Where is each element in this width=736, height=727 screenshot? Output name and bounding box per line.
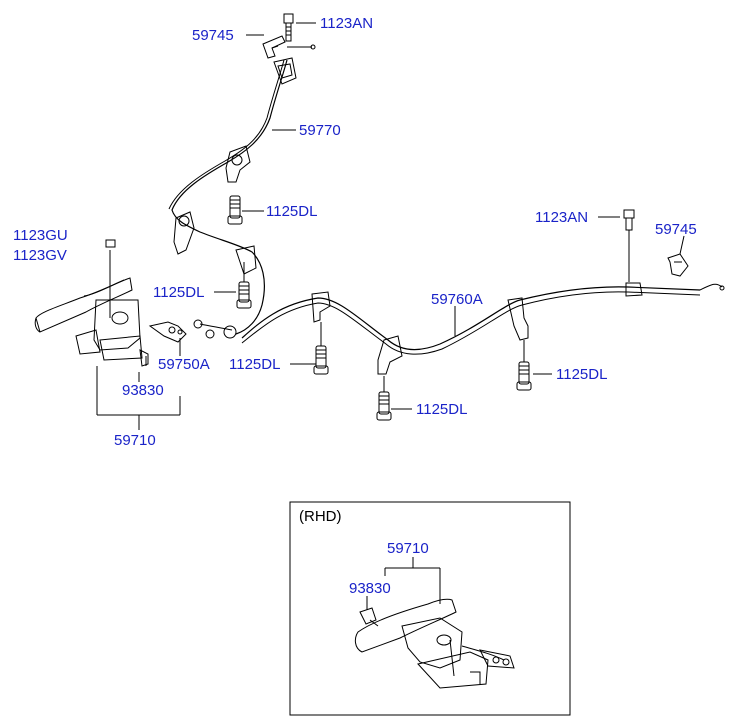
bracket-left-cable — [173, 211, 257, 275]
label-59760a: 59760A — [431, 291, 483, 308]
clamp-cable-3 — [507, 297, 529, 341]
label-1125dl-4: 1125DL — [416, 401, 468, 418]
label-1123an-right: 1123AN — [535, 209, 589, 226]
rhd-label-59710: 59710 — [387, 540, 429, 557]
clip-59745-top — [262, 35, 286, 59]
leader-lines — [145, 22, 685, 410]
rhd-title: (RHD) — [299, 508, 342, 525]
label-59770: 59770 — [299, 122, 341, 139]
label-59710: 59710 — [114, 432, 156, 449]
label-93830: 93830 — [122, 382, 164, 399]
bolt-1125dl-3 — [313, 322, 329, 375]
bolt-1125dl-1 — [227, 195, 243, 225]
upper-cable-59770 — [168, 44, 316, 335]
clamp-cable-2 — [377, 335, 403, 375]
long-cable-59760a — [241, 282, 725, 355]
label-59745-right: 59745 — [655, 221, 697, 238]
bolt-1125dl-2 — [236, 262, 252, 309]
bolt-1125dl-5 — [516, 340, 532, 391]
label-1125dl-3: 1125DL — [229, 356, 281, 373]
rhd-label-93830: 93830 — [349, 580, 391, 597]
bolt-1125dl-4 — [376, 376, 392, 421]
label-1123gu: 1123GU — [13, 227, 68, 244]
clip-59745-right — [667, 253, 689, 277]
label-59750a: 59750A — [158, 356, 210, 373]
label-1125dl-1: 1125DL — [266, 203, 318, 220]
label-1125dl-5: 1125DL — [556, 366, 608, 383]
parking-brake-lever — [34, 239, 149, 367]
label-59745-top: 59745 — [192, 27, 234, 44]
label-1125dl-2: 1125DL — [153, 284, 205, 301]
bolt-1123an-top — [283, 13, 294, 42]
label-1123gv: 1123GV — [13, 247, 67, 264]
rhd-box-frame — [289, 501, 571, 716]
label-1123an-top: 1123AN — [320, 15, 374, 32]
equalizer-59750a — [148, 319, 237, 343]
rhd-bracket-lines — [366, 557, 441, 610]
bracket-59710 — [96, 366, 181, 430]
clamp-cable-1 — [311, 291, 331, 323]
rhd-lever — [354, 598, 515, 689]
bracket-upper-cable — [225, 145, 251, 183]
bolt-1123an-right — [623, 209, 635, 282]
